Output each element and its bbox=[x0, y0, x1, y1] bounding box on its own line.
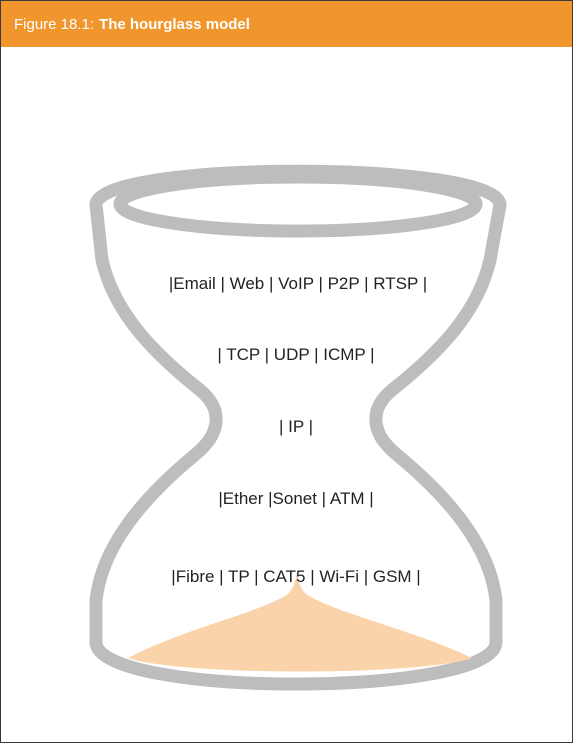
figure-title: The hourglass model bbox=[99, 15, 250, 33]
sand-pile bbox=[128, 573, 472, 672]
hourglass-top-rim bbox=[113, 170, 483, 238]
layer-transport: | TCP | UDP | ICMP | bbox=[217, 345, 374, 364]
figure-label: Figure 18.1: bbox=[14, 15, 95, 33]
hourglass-outline bbox=[89, 164, 507, 691]
layer-link: |Ether |Sonet | ATM | bbox=[218, 489, 373, 508]
figure-caption: Figure 18.1: The hourglass model bbox=[1, 1, 572, 47]
layer-physical: |Fibre | TP | CAT5 | Wi-Fi | GSM | bbox=[171, 567, 420, 586]
layer-network: | IP | bbox=[279, 417, 313, 436]
layer-application: |Email | Web | VoIP | P2P | RTSP | bbox=[169, 274, 427, 293]
